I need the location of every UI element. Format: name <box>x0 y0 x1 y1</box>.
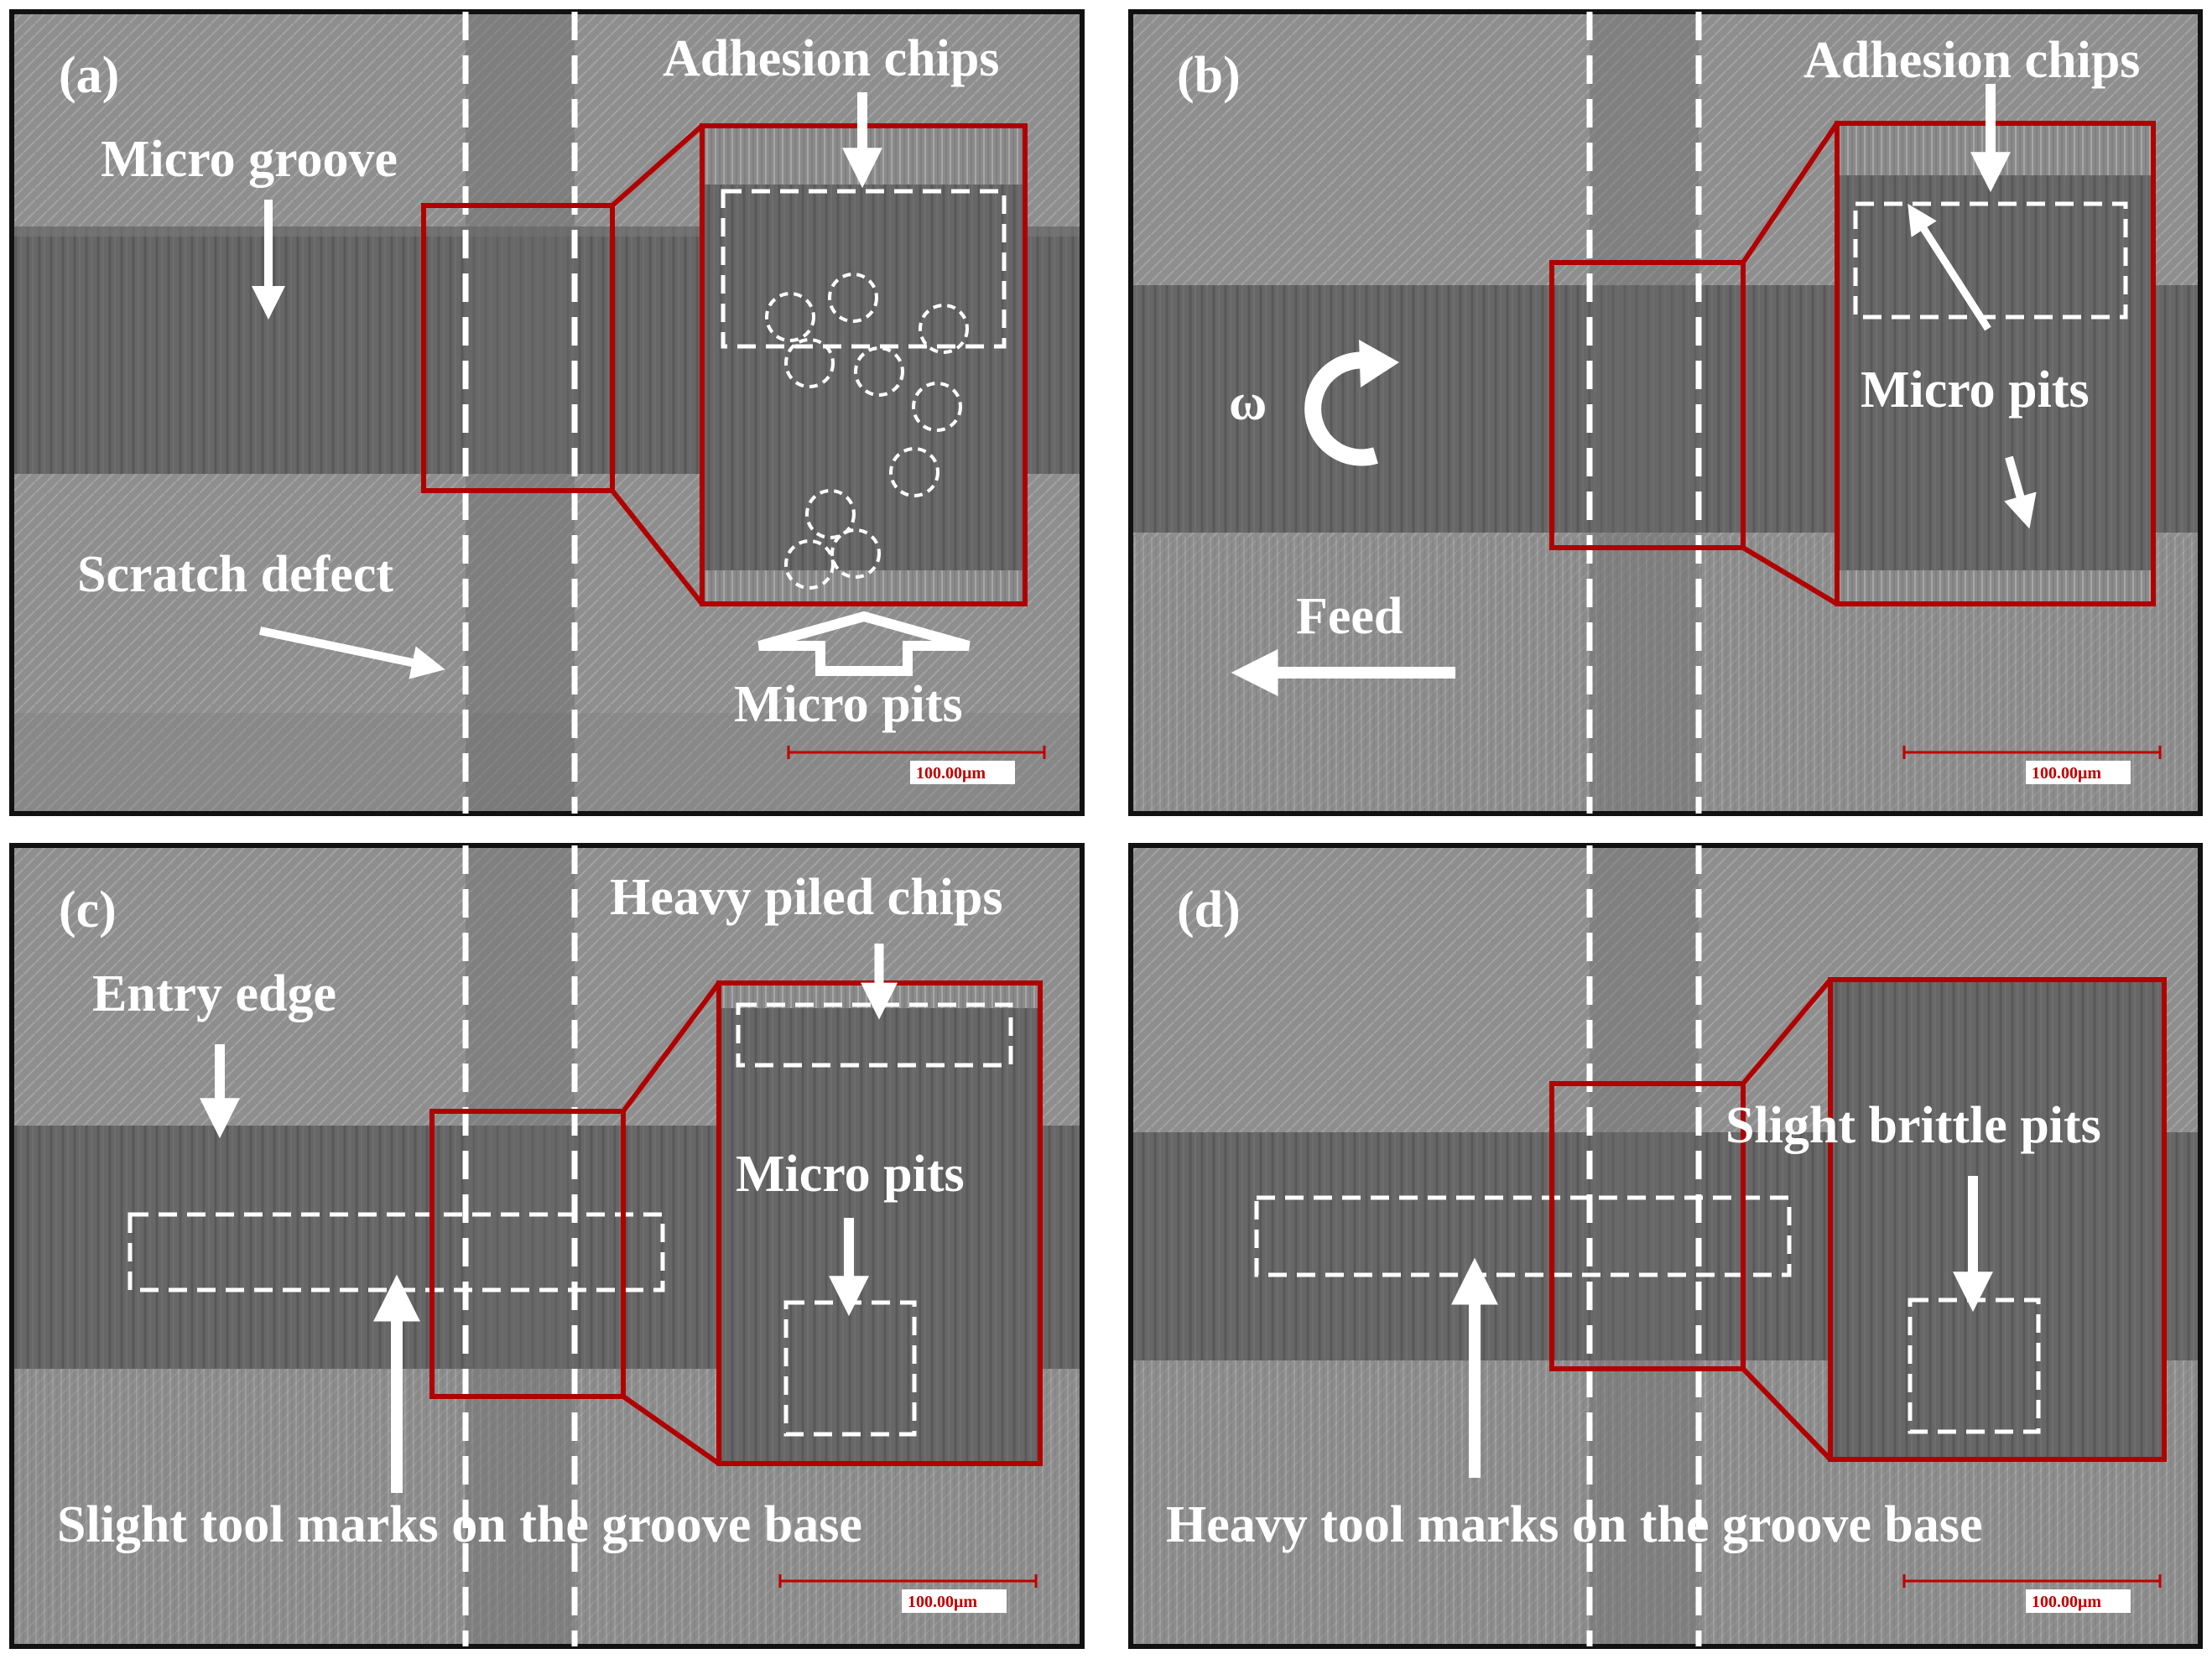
panel-d-inset-fill <box>1830 980 2164 1459</box>
panel-d-toolmark-region <box>1254 1195 1792 1277</box>
pit-circle <box>828 273 878 323</box>
panel-d-zoom-line-top <box>1741 978 1833 1085</box>
panel-b-scale-bar: 100.00μm <box>1902 746 2162 784</box>
panel-a-scale-bar: 100.00μm <box>787 746 1046 784</box>
panel-d-zoom-line-bottom <box>1741 1366 1833 1462</box>
scale-bar-label-bg <box>910 761 1015 784</box>
panel-b-frame <box>1128 9 2203 816</box>
scale-bar-label-bg <box>2026 761 2131 784</box>
panel-a-adhesion-region <box>721 189 1007 349</box>
panel-d-inset-box <box>1828 977 2167 1462</box>
panel-c-zoom-line-bottom <box>622 1394 721 1466</box>
scale-bar-label-bg <box>902 1589 1007 1613</box>
panel-c-zoom-line-top <box>621 981 721 1113</box>
panel-a-scale-label: 100.00μm <box>916 764 986 783</box>
panel-a-pits-hollow-arrow <box>757 611 971 676</box>
panel-c-inset-fill <box>719 983 1040 1464</box>
panel-a-pit-circles <box>765 273 969 590</box>
panel-a-zoom-line-bottom <box>610 489 705 606</box>
panel-a-source-box <box>421 203 615 493</box>
panel-c-label-toolmarks: Slight tool marks on the groove base <box>57 1496 862 1553</box>
panel-b-inset-bottom-surface <box>1837 570 2153 604</box>
panel-b-pits-arrow-down <box>2004 455 2037 529</box>
pit-circle <box>889 447 939 497</box>
panel-a-scratch-band <box>466 12 575 814</box>
panel-b: (b) Adhesion chips Micro pits ω Feed 100… <box>1128 9 2203 816</box>
panel-a-label-adhesion: Adhesion chips <box>663 30 999 87</box>
panel-b-source-box <box>1549 260 1746 550</box>
panel-c-label-piled: Heavy piled chips <box>610 869 1003 926</box>
pit-circle <box>830 528 881 579</box>
panel-c-scratch-band <box>466 845 575 1646</box>
panel-b-zoom-line-top <box>1741 122 1840 264</box>
panel-a-label-scratch: Scratch defect <box>77 546 393 603</box>
panel-d-scale-label: 100.00μm <box>2032 1593 2101 1611</box>
panel-a-label-groove: Micro groove <box>101 131 398 188</box>
panel-c-label-entry: Entry edge <box>92 965 336 1022</box>
pit-circle <box>854 346 904 397</box>
panel-a: (a) Adhesion chips Micro groove Scratch … <box>9 9 1085 816</box>
panel-b-label-adhesion: Adhesion chips <box>1803 32 2140 89</box>
panel-d-scratch-band <box>1590 845 1699 1646</box>
panel-b-label-pits: Micro pits <box>1861 361 2090 419</box>
panel-b-scale-label: 100.00μm <box>2032 764 2101 783</box>
panel-c-letter: (c) <box>59 882 117 939</box>
panel-a-inset-fill <box>702 126 1025 604</box>
panel-b-label-feed: Feed <box>1296 588 1403 645</box>
panel-d-scale-bar: 100.00μm <box>1902 1574 2162 1613</box>
panel-c-toolmark-region <box>128 1212 665 1292</box>
panel-b-letter: (b) <box>1177 47 1241 104</box>
panel-b-rotation-arrowhead <box>1359 340 1399 387</box>
panel-b-scratch-band <box>1590 12 1699 814</box>
scale-bar-label-bg <box>2026 1589 2131 1613</box>
panel-a-scratch-arrow <box>258 627 445 679</box>
panel-c-scale-bar: 100.00μm <box>778 1574 1038 1613</box>
pit-circle <box>919 304 969 354</box>
panel-c-scale-label: 100.00μm <box>908 1593 977 1611</box>
panel-c: (c) Heavy piled chips Entry edge Micro p… <box>9 843 1085 1649</box>
panel-c-label-pits: Micro pits <box>736 1146 965 1203</box>
panel-d-label-toolmarks: Heavy tool marks on the groove base <box>1166 1496 1983 1553</box>
panel-d: (d) Slight brittle pits Heavy tool marks… <box>1128 843 2203 1649</box>
panel-a-letter: (a) <box>59 47 119 104</box>
panel-a-zoom-line-top <box>611 123 704 208</box>
panel-b-zoom-line-bottom <box>1741 545 1839 606</box>
panel-d-frame <box>1128 843 2203 1649</box>
panel-b-adhesion-region <box>1853 201 2128 320</box>
panel-b-label-omega: ω <box>1229 374 1267 431</box>
panel-c-source-box <box>429 1109 626 1399</box>
panel-d-label-brittle: Slight brittle pits <box>1725 1097 2101 1154</box>
panel-d-source-box <box>1549 1081 1746 1371</box>
pit-circle <box>784 338 835 388</box>
panel-a-frame <box>9 9 1085 816</box>
panel-a-shadow <box>12 713 1082 814</box>
pit-circle <box>805 489 856 539</box>
panel-a-label-pits: Micro pits <box>734 676 963 733</box>
panel-b-pits-arrow-up <box>1908 203 1991 331</box>
panel-d-letter: (d) <box>1177 882 1241 939</box>
pit-circle <box>912 382 962 432</box>
pit-circle <box>765 292 815 342</box>
panel-c-piled-region <box>736 1002 1013 1068</box>
panel-b-rotation-arrow <box>1304 351 1378 466</box>
panel-c-frame <box>9 843 1085 1649</box>
